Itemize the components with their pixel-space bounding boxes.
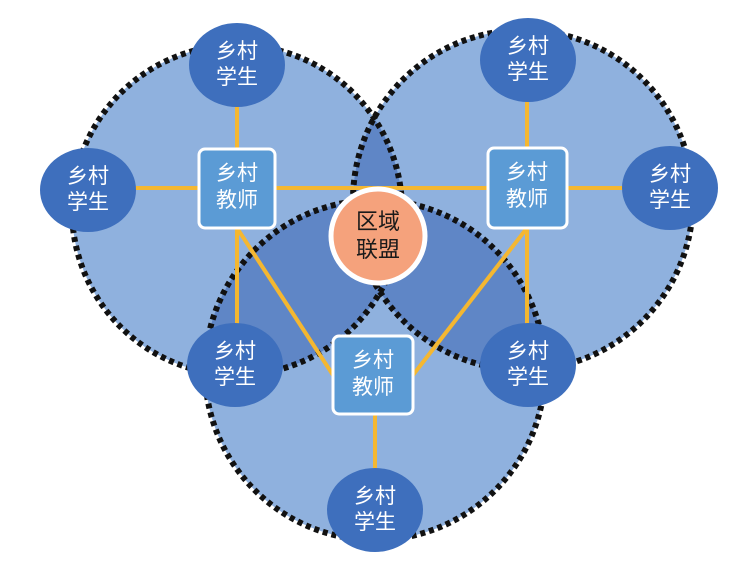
student-node-label: 学生 bbox=[507, 365, 549, 389]
student-nodes: 乡村 学生 乡村 学生 乡村 学生 乡村 学生 乡村 学生 乡村 学生 bbox=[40, 18, 718, 552]
student-node-label: 乡村 bbox=[214, 339, 256, 363]
link-left-teacher-bottom-teacher bbox=[235, 226, 335, 377]
center-label-line2: 联盟 bbox=[356, 238, 400, 263]
teacher-node-label: 乡村 bbox=[352, 348, 394, 372]
student-node-left-top: 乡村 学生 bbox=[189, 23, 285, 107]
teacher-node-left: 乡村 教师 bbox=[197, 147, 277, 230]
student-node-right-bottom: 乡村 学生 bbox=[480, 323, 576, 407]
student-node-label: 乡村 bbox=[507, 339, 549, 363]
overlap-right-bottom bbox=[353, 200, 545, 370]
teacher-node-label: 教师 bbox=[352, 375, 394, 399]
teacher-node-label: 乡村 bbox=[216, 161, 258, 185]
teacher-node-bottom: 乡村 教师 bbox=[331, 334, 415, 416]
teacher-node-label: 教师 bbox=[216, 188, 258, 212]
student-node-label: 乡村 bbox=[216, 39, 258, 63]
student-node-label: 学生 bbox=[354, 510, 396, 534]
center-label-line1: 区域 bbox=[356, 210, 400, 235]
student-node-label: 学生 bbox=[649, 188, 691, 212]
student-node-label: 乡村 bbox=[649, 162, 691, 186]
student-node-label: 学生 bbox=[507, 60, 549, 84]
teacher-node-label: 教师 bbox=[506, 187, 548, 211]
student-node-right-top: 乡村 学生 bbox=[480, 18, 576, 102]
center-alliance-node: 区域 联盟 bbox=[328, 186, 428, 286]
connector-lines bbox=[125, 100, 630, 470]
student-node-left-side: 乡村 学生 bbox=[40, 148, 136, 232]
teacher-node-label: 乡村 bbox=[506, 160, 548, 184]
student-node-label: 学生 bbox=[67, 190, 109, 214]
student-node-label: 乡村 bbox=[67, 164, 109, 188]
student-node-right-side: 乡村 学生 bbox=[622, 146, 718, 230]
teacher-nodes: 乡村 教师 乡村 教师 乡村 教师 bbox=[197, 146, 569, 416]
student-node-bottom: 乡村 学生 bbox=[327, 468, 423, 552]
student-node-label: 学生 bbox=[216, 65, 258, 89]
student-node-label: 乡村 bbox=[354, 484, 396, 508]
student-node-label: 乡村 bbox=[507, 34, 549, 58]
student-node-label: 学生 bbox=[214, 365, 256, 389]
link-right-teacher-bottom-teacher bbox=[411, 226, 529, 377]
student-node-left-bottom: 乡村 学生 bbox=[187, 323, 283, 407]
teacher-node-right: 乡村 教师 bbox=[486, 146, 569, 230]
